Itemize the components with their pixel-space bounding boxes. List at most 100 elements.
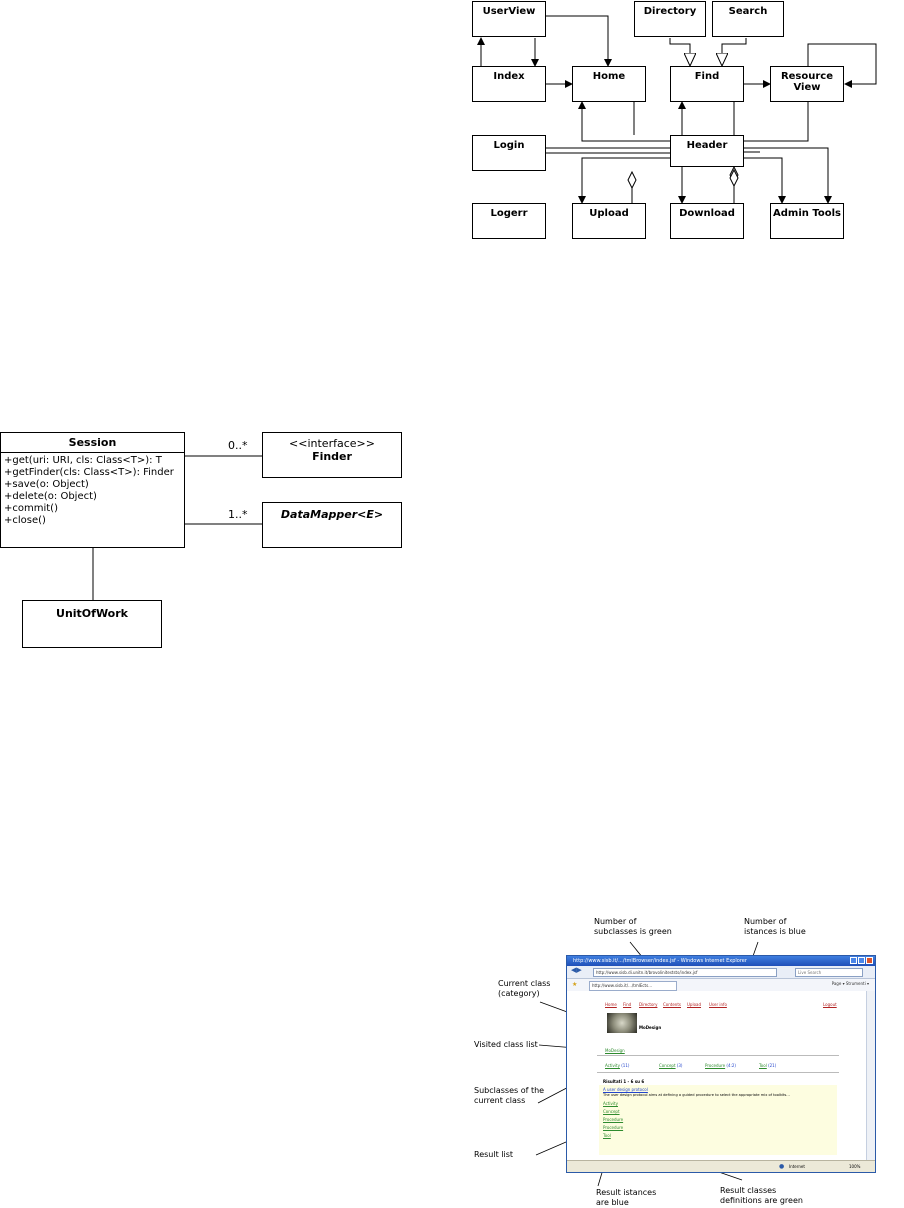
annotation-line: Result istances xyxy=(596,1188,657,1197)
annotation-line: Subclasses of the xyxy=(474,1086,545,1095)
subclass-count: (21) xyxy=(768,1063,777,1068)
directory-label: Directory xyxy=(643,6,697,17)
annotation-line: subclasses is green xyxy=(594,927,672,936)
session-op: +delete(o: Object) xyxy=(4,491,97,502)
subclass-name[interactable]: Activity xyxy=(605,1063,620,1068)
subclass-tool[interactable]: Tool (21) xyxy=(759,1063,776,1068)
menu-home[interactable]: Home xyxy=(605,1002,617,1007)
annotation-line: Number of xyxy=(594,917,637,926)
result-class-link[interactable]: Concept xyxy=(603,1109,620,1114)
result-class-link[interactable]: Procedure xyxy=(603,1125,624,1130)
header-label: Header xyxy=(686,140,728,151)
annotation-line: current class xyxy=(474,1096,526,1105)
result-class-link[interactable]: Tool xyxy=(603,1133,611,1138)
userview-box: UserView xyxy=(472,1,546,37)
menu-directory[interactable]: Directory xyxy=(639,1002,658,1007)
visited-class-link[interactable]: MoDesign xyxy=(605,1048,625,1053)
window-buttons xyxy=(849,957,873,968)
annotation-line: Result list xyxy=(474,1150,514,1159)
search-input[interactable]: Live Search xyxy=(795,968,863,977)
browser-title: http://www.sisb.it/.../tmlBrowser/index.… xyxy=(573,958,747,964)
search-label: Search xyxy=(728,6,768,17)
logerr-box: Logerr xyxy=(472,203,546,239)
unitofwork-class: UnitOfWork xyxy=(22,600,162,648)
browser-tab[interactable]: http://www.sisb.it/.../tmlEcts... xyxy=(589,981,677,991)
zone-globe-icon: ● xyxy=(779,1163,785,1170)
annotation-result-list: Result list xyxy=(474,1150,513,1160)
upload-box: Upload xyxy=(572,203,646,239)
multiplicity-datamapper: 1..* xyxy=(228,508,248,521)
admin-tools-box: Admin Tools xyxy=(770,203,844,239)
subclass-count: (4:2) xyxy=(726,1063,736,1068)
download-box: Download xyxy=(670,203,744,239)
menu-find[interactable]: Find xyxy=(623,1002,632,1007)
category-image xyxy=(607,1013,637,1033)
subclass-name[interactable]: Tool xyxy=(759,1063,767,1068)
session-op: +save(o: Object) xyxy=(4,479,89,490)
finder-stereotype: <<interface>> xyxy=(289,437,375,450)
result-description: The user design protocol aims at definin… xyxy=(603,1093,790,1097)
subclass-procedure[interactable]: Procedure (4:2) xyxy=(705,1063,736,1068)
subclass-count: (3) xyxy=(676,1063,683,1068)
session-op: +close() xyxy=(4,515,46,526)
status-zone: Internet xyxy=(789,1164,805,1169)
login-box: Login xyxy=(472,135,546,171)
result-instance-link[interactable]: A user design protocol xyxy=(603,1087,648,1092)
annotation-current-class: Current class (category) xyxy=(498,979,550,999)
browser-scrollbar[interactable] xyxy=(866,991,875,1161)
menu-user-info[interactable]: User info xyxy=(709,1002,727,1007)
zoom-level[interactable]: 100% xyxy=(849,1164,861,1169)
finder-interface: <<interface>> Finder xyxy=(262,432,402,478)
current-class-name: MoDesign xyxy=(639,1025,662,1030)
annotation-subclasses-green: Number of subclasses is green xyxy=(594,917,672,937)
logerr-label: Logerr xyxy=(490,208,528,219)
separator xyxy=(597,1055,839,1056)
datamapper-title: DataMapper<E> xyxy=(280,508,384,521)
admin-tools-label: Admin Tools xyxy=(773,208,841,219)
annotation-line: istances is blue xyxy=(744,927,806,936)
annotation-instances-blue: Number of istances is blue xyxy=(744,917,806,937)
datamapper-class: DataMapper<E> xyxy=(262,502,402,548)
home-box: Home xyxy=(572,66,646,102)
userview-label: UserView xyxy=(482,6,536,17)
result-class-link[interactable]: Procedure xyxy=(603,1117,624,1122)
annotation-subclasses-current: Subclasses of the current class xyxy=(474,1086,544,1106)
subclass-activity[interactable]: Activity (11) xyxy=(605,1063,629,1068)
multiplicity-finder: 0..* xyxy=(228,439,248,452)
results-header: Risultati 1 - 6 su 6 xyxy=(603,1079,645,1084)
logout-link[interactable]: Logout xyxy=(823,1002,837,1007)
session-class: Session +get(uri: URI, cls: Class<T>): T… xyxy=(0,432,185,548)
address-input[interactable]: http://www.sisb.di.unitn.it/brovolinites… xyxy=(593,968,777,977)
login-label: Login xyxy=(493,140,525,151)
back-forward-icon[interactable]: ◀▶ xyxy=(571,966,582,974)
browser-titlebar: http://www.sisb.it/.../tmlBrowser/index.… xyxy=(567,956,875,966)
menu-upload[interactable]: Upload xyxy=(687,1002,702,1007)
result-list: A user design protocol The user design p… xyxy=(599,1085,837,1155)
separator xyxy=(597,1072,839,1073)
subclass-name[interactable]: Procedure xyxy=(705,1063,726,1068)
index-label: Index xyxy=(493,71,525,82)
result-class-link[interactable]: Activity xyxy=(603,1101,618,1106)
favorites-star-icon[interactable]: ★ xyxy=(572,981,578,988)
annotation-result-instances: Result istances are blue xyxy=(596,1188,656,1208)
annotation-visited-list: Visited class list xyxy=(474,1040,538,1050)
directory-box: Directory xyxy=(634,1,706,37)
annotation-line: Result classes xyxy=(720,1186,777,1195)
resource-view-label-2: View xyxy=(793,82,821,93)
browser-status-bar: ● Internet 100% xyxy=(567,1160,875,1172)
download-label: Download xyxy=(679,208,735,219)
browser-address-bar: ◀▶ http://www.sisb.di.unitn.it/brovolini… xyxy=(567,966,875,979)
index-box: Index xyxy=(472,66,546,102)
annotation-line: Visited class list xyxy=(474,1040,538,1049)
maximize-icon[interactable] xyxy=(858,957,865,964)
browser-page: Home Find Directory Contents Upload User… xyxy=(567,991,867,1161)
close-icon[interactable] xyxy=(866,957,873,964)
home-label: Home xyxy=(592,71,626,82)
subclass-concept[interactable]: Concept (3) xyxy=(659,1063,683,1068)
menu-contents[interactable]: Contents xyxy=(663,1002,681,1007)
search-box: Search xyxy=(712,1,784,37)
subclass-name[interactable]: Concept xyxy=(659,1063,676,1068)
toolbar-tools[interactable]: Page ▾ Strumenti ▾ xyxy=(831,981,869,986)
minimize-icon[interactable] xyxy=(850,957,857,964)
